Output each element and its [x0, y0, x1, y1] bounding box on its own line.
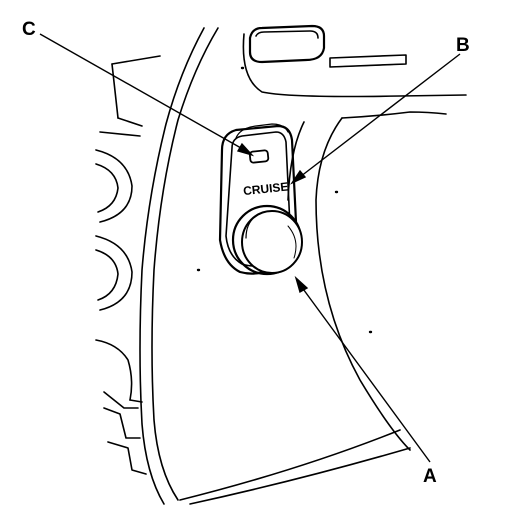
- lower-bracket: [103, 391, 147, 475]
- right-panel-curve: [179, 111, 447, 505]
- main-switch-button: [231, 204, 303, 276]
- arrowhead-a: [294, 275, 309, 294]
- leader-lines: [39, 33, 461, 463]
- speckles: [196, 66, 373, 334]
- callout-label-b: B: [456, 35, 470, 56]
- left-panel-edge: [99, 27, 219, 505]
- arrowhead-b: [290, 169, 307, 185]
- cruise-text: CRUISE: [242, 179, 289, 198]
- arrowhead-c: [236, 142, 255, 157]
- left-side-knobs: [95, 149, 133, 401]
- callout-label-c: C: [22, 19, 36, 40]
- callout-label-a: A: [423, 466, 437, 487]
- upper-vent: [242, 24, 467, 98]
- indicator-light: [248, 149, 270, 164]
